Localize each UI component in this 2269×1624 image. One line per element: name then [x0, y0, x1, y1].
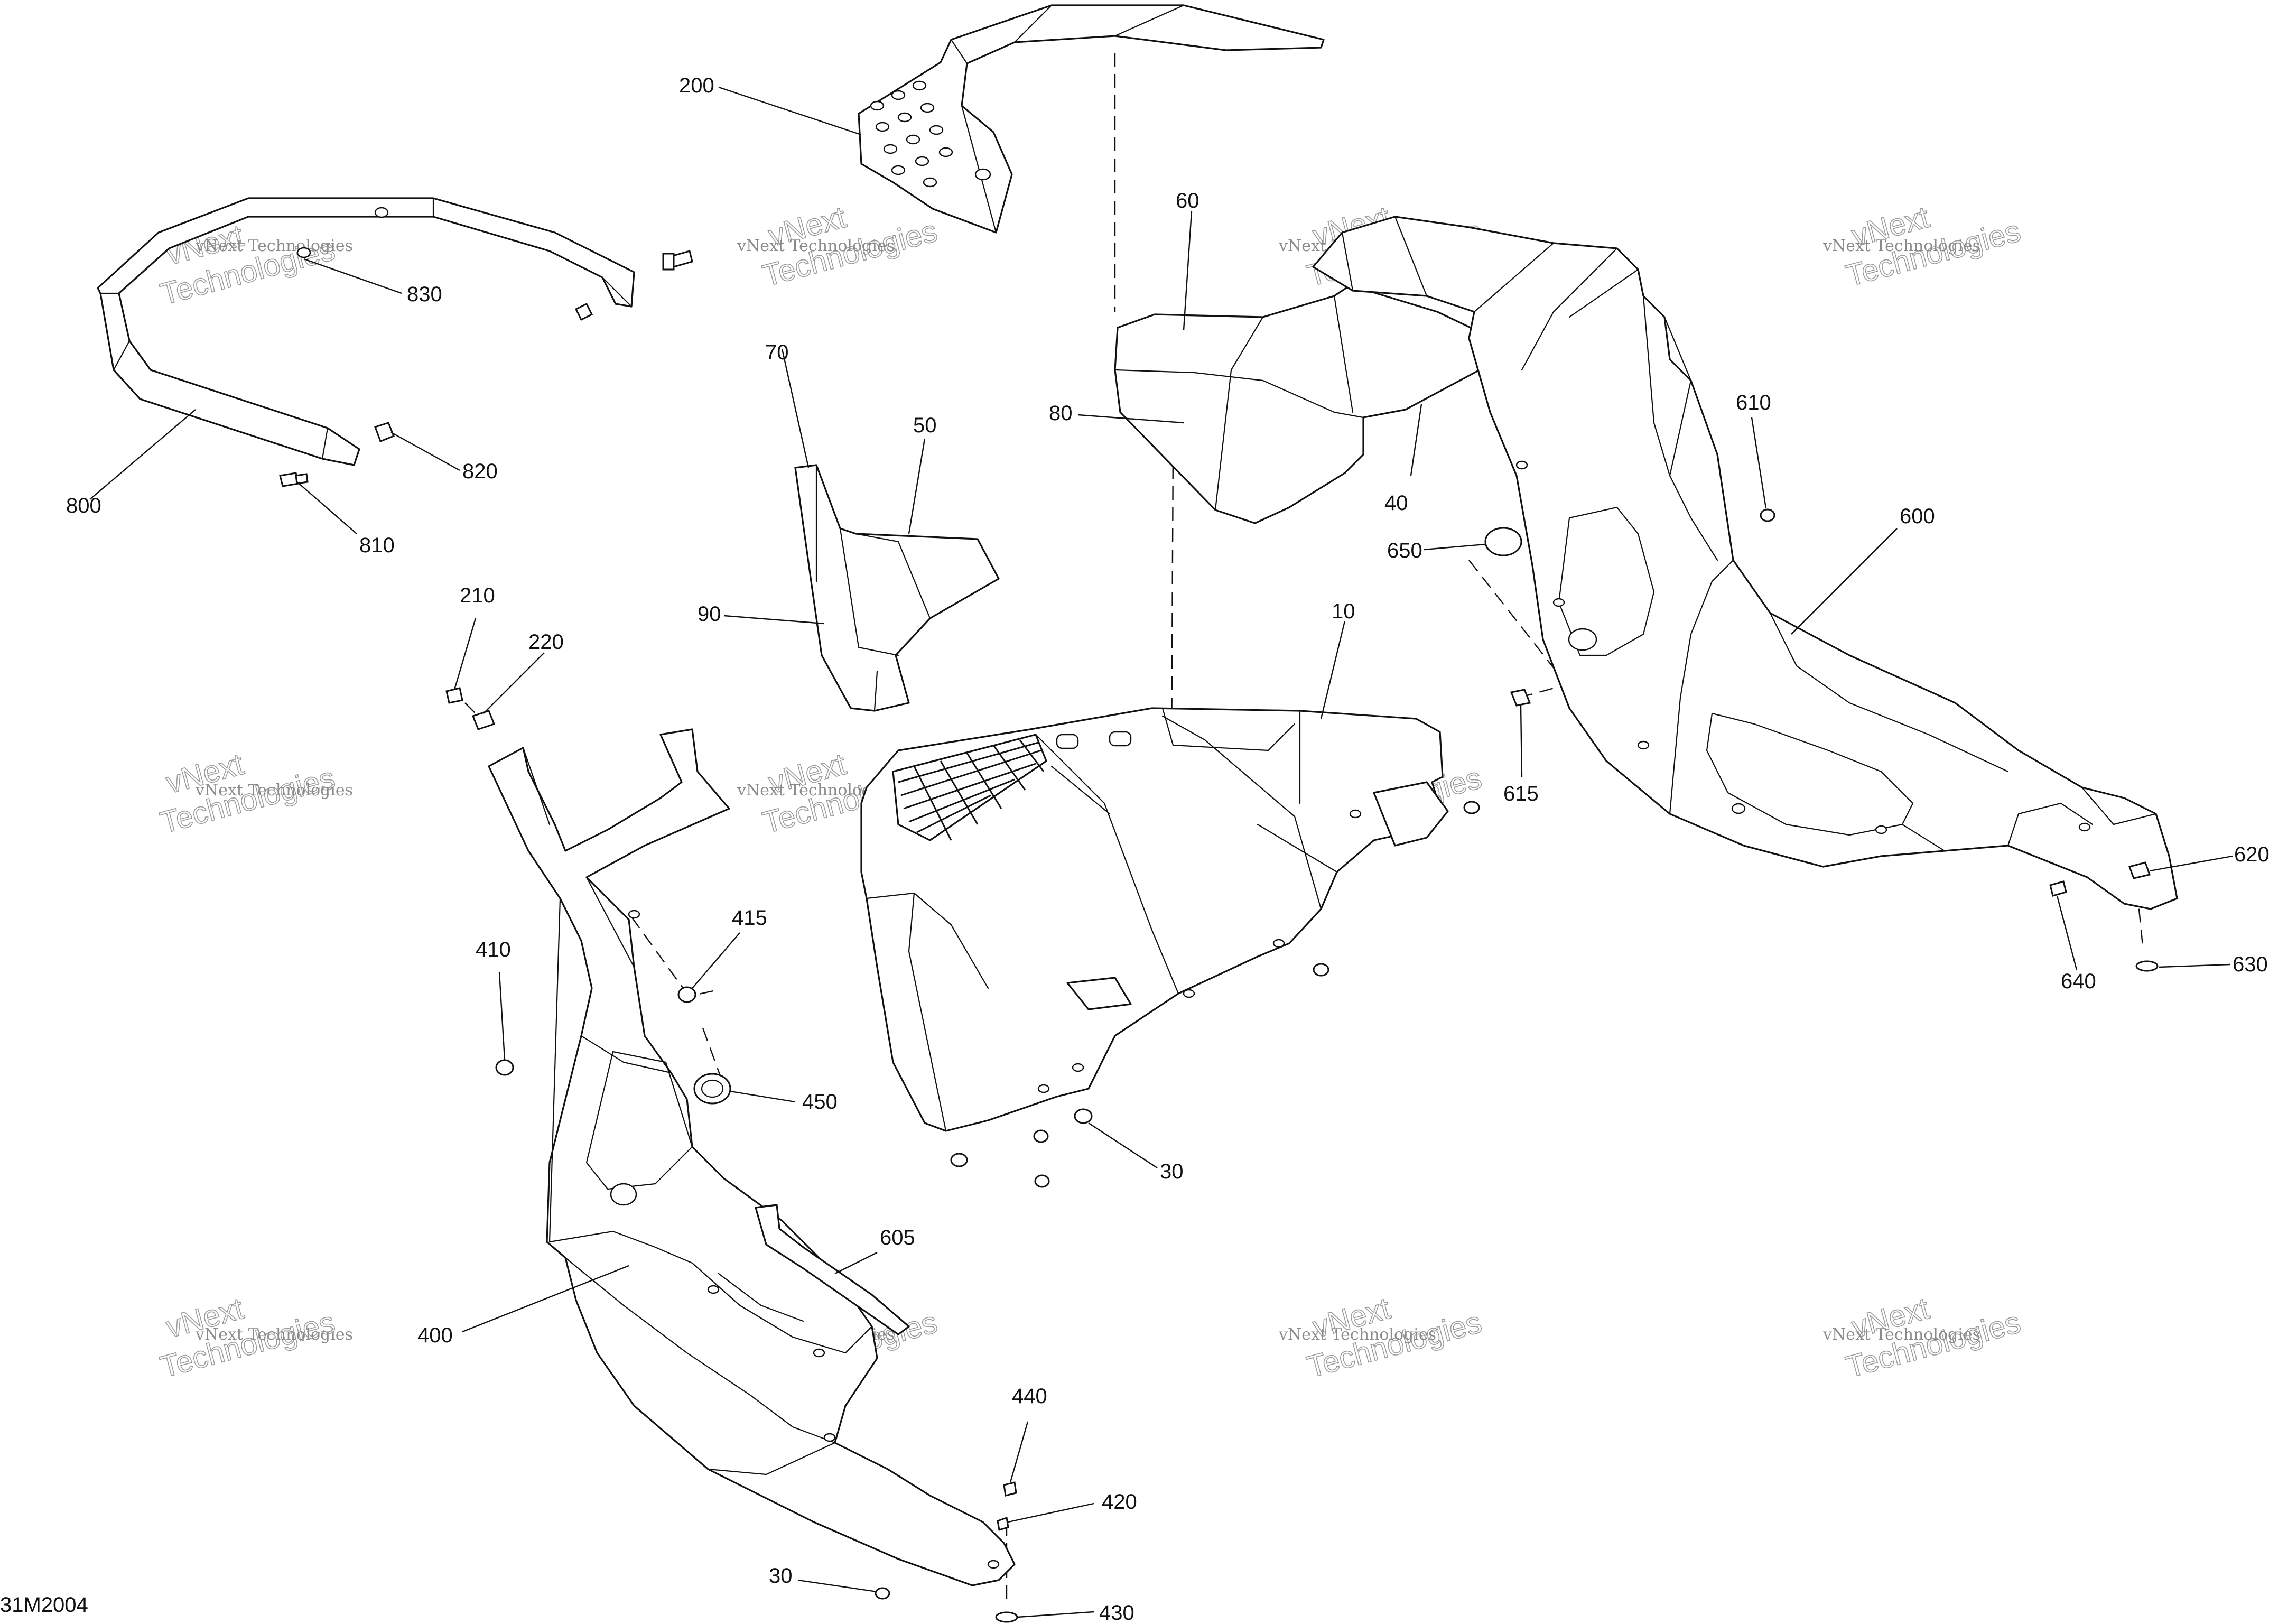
callout-60: 60	[1176, 189, 1199, 212]
callout-620: 620	[2234, 843, 2269, 866]
watermark-text: vNext Technologies	[195, 237, 353, 255]
callout-30: 30	[1160, 1160, 1184, 1183]
part-605-strip	[755, 1204, 910, 1335]
callout-650: 650	[1387, 539, 1422, 562]
watermark-text: vNext Technologies	[737, 237, 895, 255]
grille-mesh	[892, 734, 1047, 841]
part-600-right-panel	[1312, 216, 2178, 910]
callout-10: 10	[1332, 600, 1355, 623]
callout-810: 810	[359, 534, 395, 557]
callout-830: 830	[407, 283, 442, 306]
drawing-number: 31M2004	[0, 1593, 88, 1617]
callout-630: 630	[2233, 953, 2268, 976]
callout-labels: 200 60 80 40 70 50 90 830 820 810 800 21…	[0, 74, 2269, 1624]
leader-lines	[89, 86, 2233, 1618]
vent-holes	[870, 80, 953, 188]
part-70-90-50-vent	[794, 464, 1000, 712]
part-10-nose-cone	[860, 707, 1449, 1132]
callout-70: 70	[765, 341, 789, 364]
watermark-text: vNext Technologies	[1822, 237, 1980, 255]
callout-430: 430	[1099, 1601, 1134, 1624]
callout-800: 800	[66, 494, 101, 517]
callout-605: 605	[880, 1226, 915, 1249]
callout-210: 210	[460, 584, 495, 607]
part-60-80-40-duct	[1114, 284, 1494, 524]
watermark-text: vNext Technologies	[195, 781, 353, 800]
part-400-left-panel	[488, 728, 1016, 1586]
callout-200: 200	[679, 74, 714, 97]
callout-50: 50	[913, 414, 937, 437]
callout-610: 610	[1736, 391, 1771, 414]
callout-90: 90	[698, 602, 721, 626]
callout-440: 440	[1012, 1385, 1047, 1408]
part-800-rail-bar	[97, 197, 635, 466]
watermark-text: vNext Technologies	[1278, 1325, 1436, 1344]
callout-40: 40	[1384, 491, 1408, 515]
part-200-trim-panel	[858, 4, 1325, 234]
callout-400: 400	[417, 1324, 453, 1347]
callout-450: 450	[802, 1090, 838, 1113]
callout-640: 640	[2061, 970, 2096, 993]
callout-30-bottom: 30	[769, 1564, 793, 1588]
callout-615: 615	[1503, 782, 1539, 805]
callout-415: 415	[732, 906, 767, 930]
hardware	[279, 250, 2159, 1623]
callout-820: 820	[462, 460, 498, 483]
callout-80: 80	[1049, 402, 1073, 425]
callout-410: 410	[476, 938, 511, 961]
watermark-text: vNext Technologies	[1822, 1325, 1980, 1344]
callout-420: 420	[1102, 1490, 1137, 1514]
watermark-text: vNext Technologies	[195, 1325, 353, 1344]
callout-600: 600	[1900, 505, 1935, 528]
callout-220: 220	[528, 630, 564, 654]
